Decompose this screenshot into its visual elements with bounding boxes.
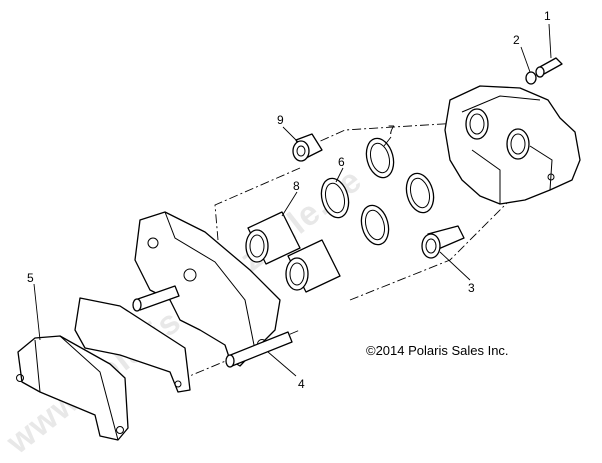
callout-3: 3	[468, 281, 475, 295]
caliper-bracket	[132, 211, 293, 368]
bracket-hole-mid	[183, 268, 197, 282]
brake-pad-rear	[74, 297, 191, 393]
callout-8: 8	[293, 179, 300, 193]
leader-1	[548, 23, 552, 59]
leader-2	[520, 46, 531, 73]
callout-1: 1	[544, 9, 551, 23]
callout-labels: 1 2 3 4 5 6 7 8 9	[27, 9, 551, 391]
piston-set	[245, 211, 341, 293]
leader-5	[33, 283, 41, 341]
copyright-text: ©2014 Polaris Sales Inc.	[366, 343, 509, 358]
leader-7	[383, 136, 392, 147]
bushing	[292, 133, 323, 162]
bleeder-cap	[525, 71, 537, 85]
guide-pin	[421, 225, 465, 259]
callout-5: 5	[27, 271, 34, 285]
bleeder-assembly	[525, 57, 563, 85]
brake-pad-front	[17, 335, 129, 441]
seal-7-upper	[365, 137, 395, 179]
leader-9	[282, 126, 299, 143]
bushing-face	[292, 140, 310, 162]
leader-lines	[33, 23, 552, 377]
seal-6-upper	[320, 177, 350, 219]
brake-pad-assembly	[16, 297, 191, 441]
callout-2: 2	[513, 33, 520, 47]
caliper-housing	[444, 85, 581, 205]
leader-8	[281, 191, 298, 217]
caliper-bore-1	[465, 108, 489, 140]
callout-9: 9	[277, 113, 284, 127]
leader-6	[335, 167, 344, 183]
callout-6: 6	[338, 155, 345, 169]
seal-6-lower	[360, 204, 390, 246]
callout-7: 7	[388, 123, 395, 137]
guide-pin-head	[421, 233, 441, 259]
pad-hole-1	[16, 374, 24, 382]
pad-hole-3	[174, 380, 182, 388]
bracket-hole-top	[147, 237, 159, 249]
pad-hole-2	[116, 426, 124, 434]
caliper-bore-2	[506, 128, 530, 160]
leader-3	[439, 251, 471, 281]
caliper-hole	[547, 173, 555, 181]
leader-4	[267, 351, 297, 377]
seal-7-lower	[405, 172, 435, 214]
callout-4: 4	[298, 377, 305, 391]
seal-set	[320, 137, 435, 246]
